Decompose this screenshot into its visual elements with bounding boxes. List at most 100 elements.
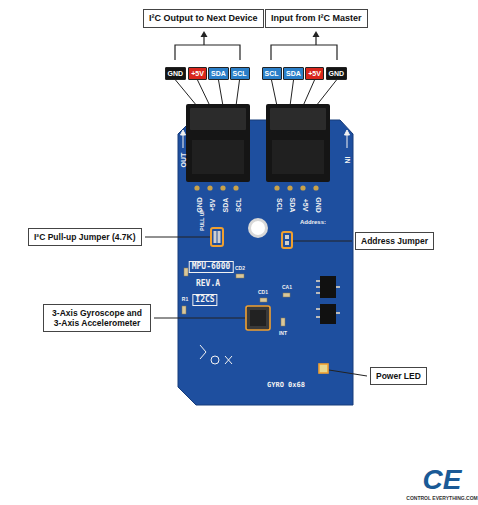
leader-line: [329, 370, 367, 376]
capacitor: [184, 268, 188, 276]
ic-leg: [316, 286, 320, 288]
silk-text: INT: [279, 331, 287, 336]
pin-silk: GND: [315, 197, 322, 213]
connector-right: [266, 104, 330, 191]
pin-label: SDA: [208, 67, 229, 80]
callout-box: Power LED: [370, 367, 427, 385]
jumper-pad: [214, 231, 217, 243]
connector-body: [272, 140, 324, 174]
callout-box: I²C Pull-up Jumper (4.7K): [28, 228, 142, 246]
node-text: I²C Pull-up Jumper (4.7K): [34, 232, 136, 242]
node-text: Power LED: [376, 371, 421, 381]
jumper-pad: [218, 231, 221, 243]
leader-lines: [145, 237, 367, 376]
silk-text: Address:: [300, 219, 326, 225]
jumper-pad: [285, 241, 289, 245]
silk-text: CA1: [282, 285, 292, 290]
arrow-head: [313, 31, 320, 37]
pin-pad: [287, 185, 292, 190]
pin-pad: [300, 185, 305, 190]
ic-leg: [316, 316, 320, 318]
leader-line: [145, 237, 210, 238]
resistor: [182, 306, 186, 314]
regulator-ic: [320, 304, 336, 324]
leader-line: [293, 241, 352, 242]
leader-line: [154, 318, 245, 319]
connector-body: [192, 140, 244, 174]
node-text: GND: [168, 68, 184, 79]
callout-box: I²C Output to Next Device: [143, 9, 264, 28]
mounting-hole-ring: [248, 218, 268, 238]
pin-silk: SCL: [235, 198, 242, 212]
ic-leg: [316, 292, 320, 294]
ic-legs: [316, 280, 340, 318]
ic-leg: [316, 280, 320, 282]
silk-arrow-head: [345, 130, 350, 135]
silk-text: OUT: [180, 153, 187, 168]
node-text: SDA: [286, 68, 301, 79]
pin-pad: [207, 185, 212, 190]
mpu-chip: [246, 306, 270, 330]
capacitor: [236, 274, 244, 278]
node-text: Address Jumper: [361, 236, 428, 246]
connector-housing: [186, 104, 250, 182]
logo-tagline: CONTROL EVERYTHING.COM: [406, 496, 477, 501]
pin-label: SCL: [262, 67, 282, 80]
pin-label: SCL: [230, 67, 250, 80]
capacitor: [281, 318, 285, 326]
connector-latch: [270, 108, 326, 130]
capacitor: [260, 298, 267, 302]
node-text: SCL: [233, 68, 247, 79]
pin-pad: [220, 185, 225, 190]
wire: [316, 80, 337, 106]
silk-mark: [211, 356, 219, 364]
bracket-group: [175, 34, 337, 60]
part-number: MPU-6000: [189, 261, 234, 273]
pin-label: +5V: [305, 67, 324, 80]
silk-text: CD1: [258, 290, 268, 295]
node-text: SDA: [211, 68, 226, 79]
mounting-hole: [251, 221, 265, 235]
node-text: 3-Axis Gyroscope and 3-Axis Acceleromete…: [49, 308, 145, 328]
pin-pad: [194, 185, 199, 190]
node-text: Input from I²C Master: [271, 13, 362, 24]
interface-text: I2CS: [192, 294, 217, 306]
pin-label: +5V: [188, 67, 207, 80]
passives: [182, 268, 290, 326]
pin-silk: SDA: [289, 198, 296, 213]
silk-text: IN: [344, 157, 351, 164]
pin-pad: [313, 185, 318, 190]
pin-silk: SDA: [222, 198, 229, 213]
arrow-head: [201, 31, 208, 37]
silk-text: CD2: [235, 266, 245, 271]
wire: [198, 80, 211, 106]
callout-box: Address Jumper: [355, 232, 434, 250]
wire: [303, 80, 315, 106]
ic-leg: [336, 312, 340, 314]
revision-text: REV.A: [196, 280, 220, 288]
regulator-ic: [320, 276, 336, 298]
wire: [272, 80, 278, 106]
ic-leg: [316, 308, 320, 310]
node-text: +5V: [191, 68, 204, 79]
bracket: [271, 45, 337, 60]
pin-pad: [274, 185, 279, 190]
silk-symbol: [200, 345, 232, 364]
wire-group: [176, 80, 337, 106]
logo-text: CE: [423, 466, 462, 494]
callout-box: Input from I²C Master: [265, 9, 368, 28]
chip-die: [250, 310, 266, 326]
node-text: I²C Output to Next Device: [149, 13, 258, 24]
bracket: [175, 45, 240, 60]
node-text: +5V: [308, 68, 321, 79]
connector-latch: [190, 108, 246, 130]
wire: [290, 80, 294, 106]
capacitor: [283, 293, 290, 297]
pin-label: GND: [326, 67, 348, 80]
pin-silk: +5V: [302, 199, 309, 212]
power-led: [319, 364, 328, 373]
pin-pad: [233, 185, 238, 190]
silk-mark: [225, 356, 232, 364]
wire: [219, 80, 224, 106]
